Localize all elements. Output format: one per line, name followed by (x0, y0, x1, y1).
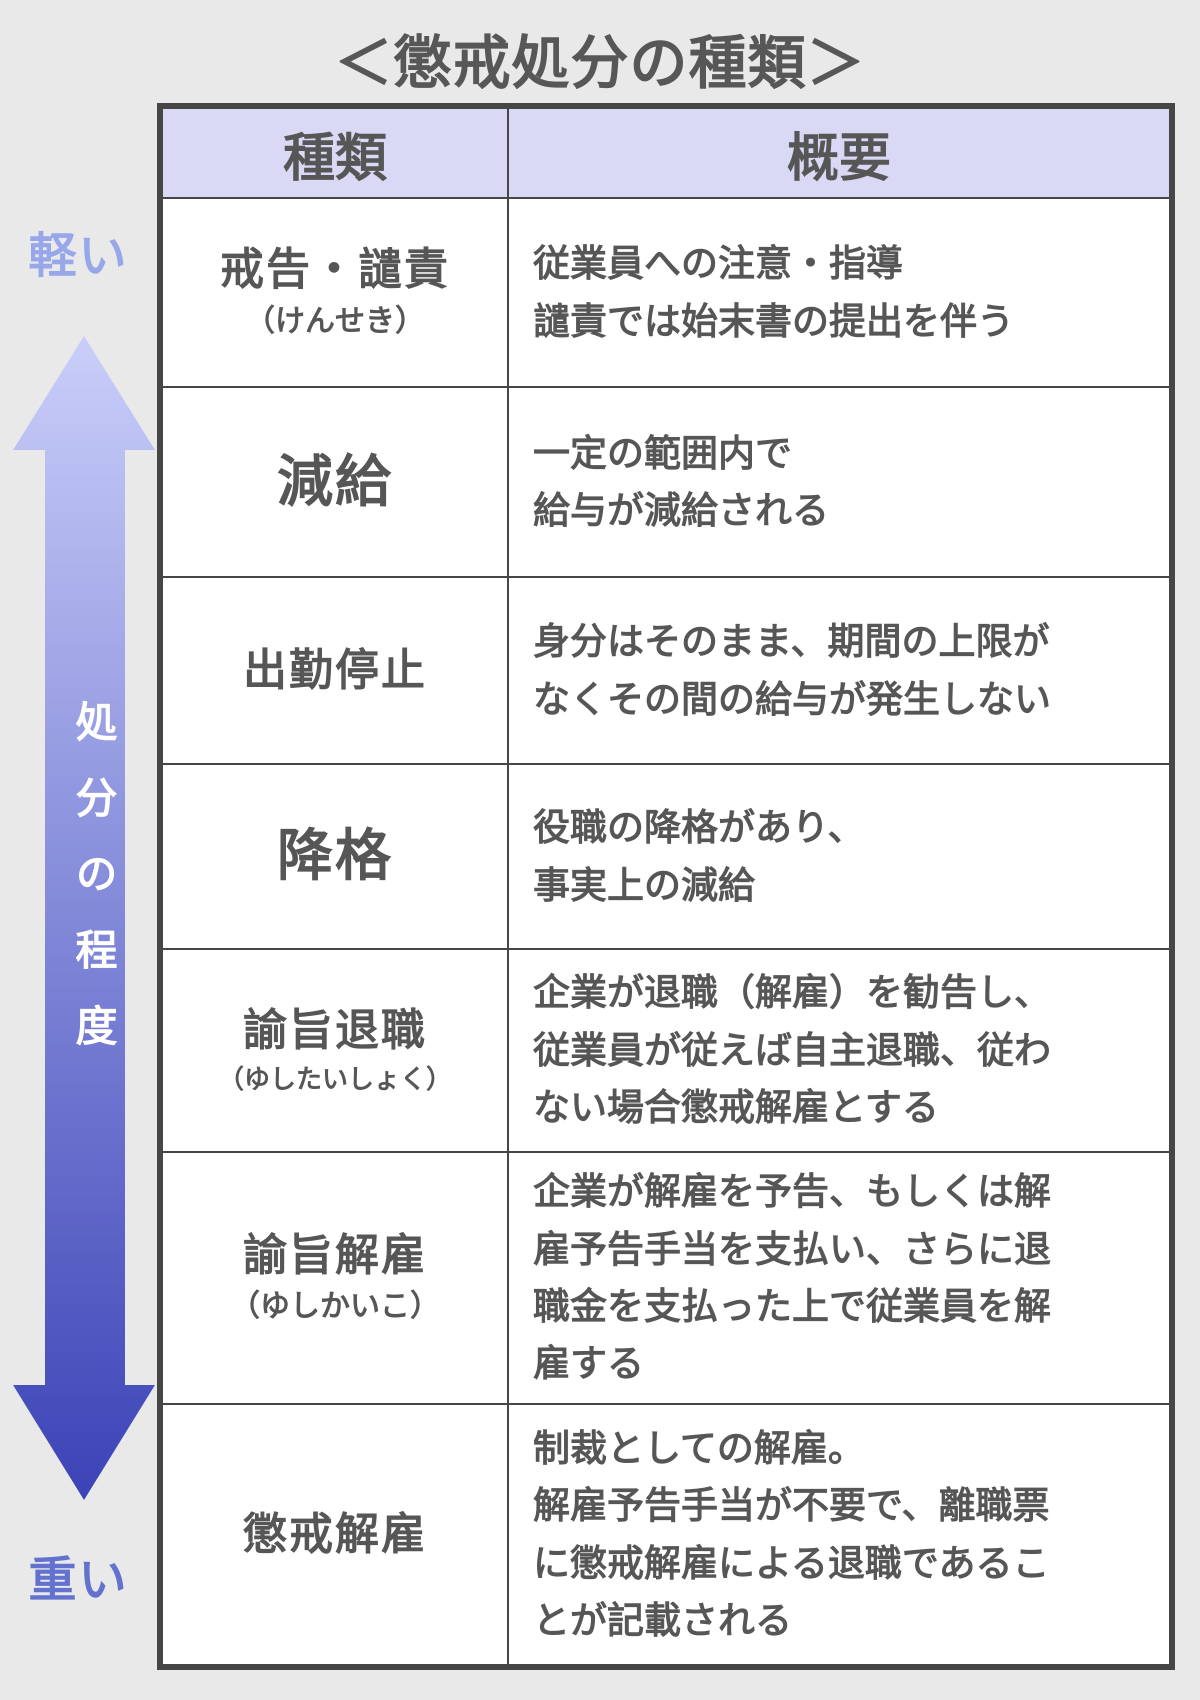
type-name: 出勤停止 (243, 645, 427, 695)
type-cell: 減給 (163, 388, 509, 576)
overview-cell: 身分はそのまま、期間の上限が なくその間の給与が発生しない (509, 578, 1169, 763)
type-kana: （ゆしたいしょく） (217, 1063, 452, 1094)
type-name: 諭旨解雇 (243, 1230, 427, 1280)
type-cell: 諭旨解雇 （ゆしかいこ） (163, 1153, 509, 1403)
type-kana: （ゆしかいこ） (230, 1290, 440, 1324)
table-row: 減給 一定の範囲内で 給与が減給される (163, 388, 1169, 578)
type-name: 戒告・譴責 (220, 245, 450, 295)
table-row: 戒告・譴責 （けんせき） 従業員への注意・指導 譴責では始末書の提出を伴う (163, 199, 1169, 388)
axis-arrow-label: 処分の程度 (70, 700, 117, 1080)
table-row: 諭旨解雇 （ゆしかいこ） 企業が解雇を予告、もしくは解 雇予告手当を支払い、さら… (163, 1153, 1169, 1405)
overview-text: 企業が解雇を予告、もしくは解 雇予告手当を支払い、さらに退 職金を支払った上で従… (533, 1171, 1051, 1385)
type-name: 降格 (277, 824, 393, 888)
table-row: 懲戒解雇 制裁としての解雇。 解雇予告手当が不要で、離職票 に懲戒解雇による退職… (163, 1405, 1169, 1664)
table-row: 降格 役職の降格があり、 事実上の減給 (163, 765, 1169, 950)
overview-text: 制裁としての解雇。 解雇予告手当が不要で、離職票 に懲戒解雇による退職であるこ … (533, 1427, 1050, 1641)
overview-cell: 役職の降格があり、 事実上の減給 (509, 765, 1169, 948)
overview-cell: 企業が解雇を予告、もしくは解 雇予告手当を支払い、さらに退 職金を支払った上で従… (509, 1153, 1169, 1403)
type-cell: 出勤停止 (163, 578, 509, 763)
overview-text: 役職の降格があり、 事実上の減給 (533, 807, 865, 906)
header-overview: 概要 (786, 129, 891, 188)
severity-arrow-icon (13, 336, 155, 1500)
type-name: 懲戒解雇 (243, 1509, 427, 1559)
overview-cell: 従業員への注意・指導 譴責では始末書の提出を伴う (509, 199, 1169, 386)
overview-cell: 一定の範囲内で 給与が減給される (509, 388, 1169, 576)
overview-text: 一定の範囲内で 給与が減給される (533, 432, 829, 531)
severity-arrow-shape (13, 336, 155, 1500)
overview-cell: 企業が退職（解雇）を勧告し、 従業員が従えば自主退職、従わ ない場合懲戒解雇とす… (509, 950, 1169, 1151)
type-cell: 戒告・譴責 （けんせき） (163, 199, 509, 386)
punishment-table: 種類 概要 戒告・譴責 （けんせき） 従業員への注意・指導 譴責では始末書の提出… (157, 103, 1175, 1670)
type-name: 減給 (277, 449, 393, 513)
type-cell: 諭旨退職 （ゆしたいしょく） (163, 950, 509, 1151)
overview-text: 企業が退職（解雇）を勧告し、 従業員が従えば自主退職、従わ ない場合懲戒解雇とす… (533, 972, 1051, 1129)
axis-heavy-label: 重い (28, 1554, 129, 1607)
table-row: 出勤停止 身分はそのまま、期間の上限が なくその間の給与が発生しない (163, 578, 1169, 765)
page-title: ＜懲戒処分の種類＞ (334, 31, 866, 96)
type-cell: 降格 (163, 765, 509, 948)
overview-text: 身分はそのまま、期間の上限が なくその間の給与が発生しない (533, 621, 1051, 720)
overview-text: 従業員への注意・指導 譴責では始末書の提出を伴う (533, 243, 1014, 342)
header-type: 種類 (163, 109, 509, 197)
table-row: 諭旨退職 （ゆしたいしょく） 企業が退職（解雇）を勧告し、 従業員が従えば自主退… (163, 950, 1169, 1153)
type-cell: 懲戒解雇 (163, 1405, 509, 1664)
table-header-row: 種類 概要 (163, 109, 1169, 199)
type-name: 諭旨退職 (243, 1006, 427, 1056)
overview-cell: 制裁としての解雇。 解雇予告手当が不要で、離職票 に懲戒解雇による退職であるこ … (509, 1405, 1169, 1664)
axis-light-label: 軽い (28, 230, 129, 283)
type-kana: （けんせき） (245, 304, 425, 338)
